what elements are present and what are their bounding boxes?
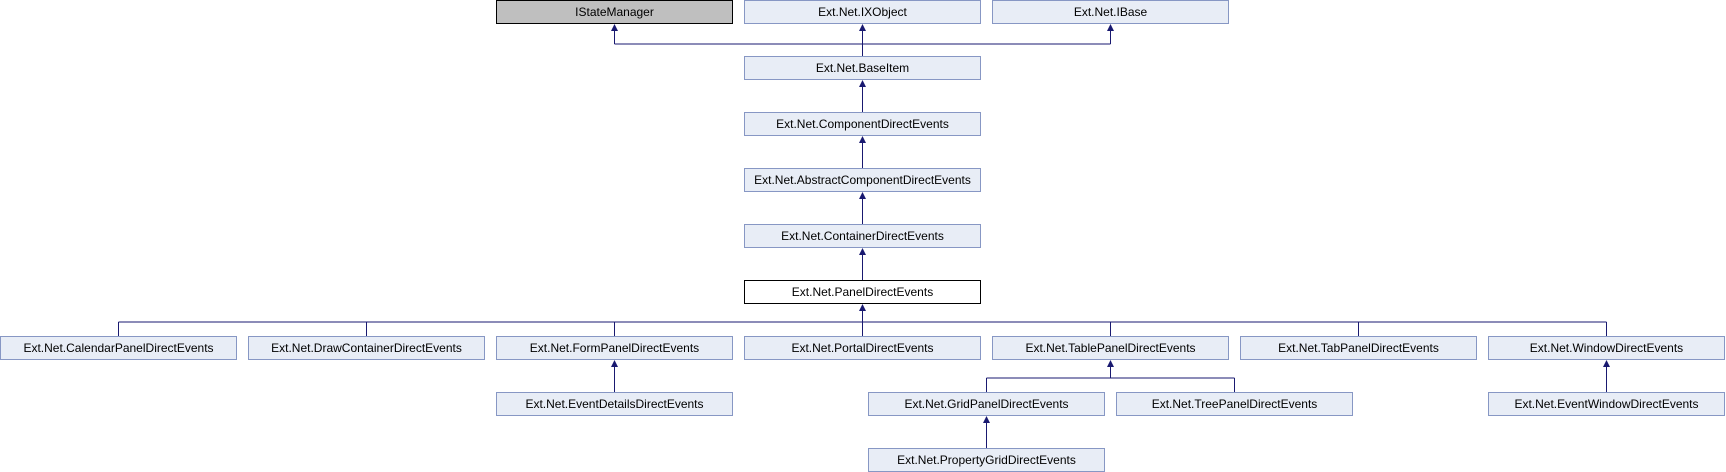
edge-arrowhead xyxy=(859,24,866,31)
edge-arrowhead xyxy=(859,192,866,199)
node-label: Ext.Net.EventDetailsDirectEvents xyxy=(525,397,704,411)
node-istatemanager[interactable]: IStateManager xyxy=(496,0,733,24)
node-label: Ext.Net.ComponentDirectEvents xyxy=(776,117,949,131)
node-label: Ext.Net.TabPanelDirectEvents xyxy=(1278,341,1439,355)
node-label: Ext.Net.CalendarPanelDirectEvents xyxy=(23,341,214,355)
node-ibase[interactable]: Ext.Net.IBase xyxy=(992,0,1229,24)
node-drawcontainerdirectevents[interactable]: Ext.Net.DrawContainerDirectEvents xyxy=(248,336,485,360)
node-portaldirectevents[interactable]: Ext.Net.PortalDirectEvents xyxy=(744,336,981,360)
node-label: Ext.Net.ContainerDirectEvents xyxy=(781,229,944,243)
node-tablepaneldirectevents[interactable]: Ext.Net.TablePanelDirectEvents xyxy=(992,336,1229,360)
node-label: Ext.Net.PropertyGridDirectEvents xyxy=(897,453,1076,467)
edge-arrowhead xyxy=(859,304,866,311)
node-label: Ext.Net.BaseItem xyxy=(815,61,910,75)
node-calendarpaneldirectevents[interactable]: Ext.Net.CalendarPanelDirectEvents xyxy=(0,336,237,360)
edge-arrowhead xyxy=(611,24,618,31)
node-baseitem[interactable]: Ext.Net.BaseItem xyxy=(744,56,981,80)
node-label: Ext.Net.TablePanelDirectEvents xyxy=(1025,341,1196,355)
node-eventdetailsdirectevents[interactable]: Ext.Net.EventDetailsDirectEvents xyxy=(496,392,733,416)
node-label: Ext.Net.IBase xyxy=(1073,5,1148,19)
node-tabpaneldirectevents[interactable]: Ext.Net.TabPanelDirectEvents xyxy=(1240,336,1477,360)
node-abstractcomponentdirectevents[interactable]: Ext.Net.AbstractComponentDirectEvents xyxy=(744,168,981,192)
edge-arrowhead xyxy=(859,248,866,255)
node-label: Ext.Net.EventWindowDirectEvents xyxy=(1514,397,1699,411)
node-paneldirectevents[interactable]: Ext.Net.PanelDirectEvents xyxy=(744,280,981,304)
edge-arrowhead xyxy=(983,416,990,423)
node-label: Ext.Net.TreePanelDirectEvents xyxy=(1151,397,1318,411)
edge-arrowhead xyxy=(1107,360,1114,367)
node-ixobject[interactable]: Ext.Net.IXObject xyxy=(744,0,981,24)
node-label: IStateManager xyxy=(575,5,654,19)
node-eventwindowdirectevents[interactable]: Ext.Net.EventWindowDirectEvents xyxy=(1488,392,1725,416)
node-label: Ext.Net.IXObject xyxy=(818,5,907,19)
edge-arrowhead xyxy=(859,80,866,87)
node-label: Ext.Net.DrawContainerDirectEvents xyxy=(271,341,462,355)
node-label: Ext.Net.AbstractComponentDirectEvents xyxy=(754,173,971,187)
node-containerdirectevents[interactable]: Ext.Net.ContainerDirectEvents xyxy=(744,224,981,248)
node-label: Ext.Net.FormPanelDirectEvents xyxy=(529,341,700,355)
edge-arrowhead xyxy=(859,136,866,143)
node-label: Ext.Net.GridPanelDirectEvents xyxy=(904,397,1069,411)
node-label: Ext.Net.WindowDirectEvents xyxy=(1529,341,1684,355)
node-label: Ext.Net.PanelDirectEvents xyxy=(791,285,934,299)
node-label: Ext.Net.PortalDirectEvents xyxy=(791,341,934,355)
edge-arrowhead xyxy=(1107,24,1114,31)
node-formpaneldirectevents[interactable]: Ext.Net.FormPanelDirectEvents xyxy=(496,336,733,360)
node-windowdirectevents[interactable]: Ext.Net.WindowDirectEvents xyxy=(1488,336,1725,360)
edge-arrowhead xyxy=(611,360,618,367)
node-treepaneldirectevents[interactable]: Ext.Net.TreePanelDirectEvents xyxy=(1116,392,1353,416)
node-gridpaneldirectevents[interactable]: Ext.Net.GridPanelDirectEvents xyxy=(868,392,1105,416)
node-componentdirectevents[interactable]: Ext.Net.ComponentDirectEvents xyxy=(744,112,981,136)
node-propertygriddirectevents[interactable]: Ext.Net.PropertyGridDirectEvents xyxy=(868,448,1105,472)
edge-arrowhead xyxy=(1603,360,1610,367)
